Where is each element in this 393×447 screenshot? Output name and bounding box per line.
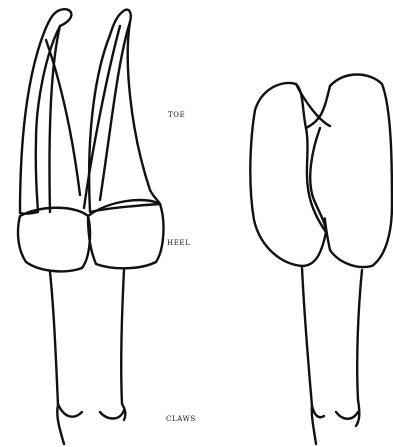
label-claws: CLAWS — [166, 415, 196, 423]
label-toe: TOE — [168, 111, 185, 119]
left-figure-leg — [50, 270, 125, 444]
right-figure-leg — [302, 268, 362, 444]
left-figure-left-toe — [20, 9, 80, 213]
left-figure-right-toe — [84, 10, 160, 212]
right-figure-hoof — [250, 75, 392, 268]
label-heel: HEEL — [167, 239, 190, 247]
